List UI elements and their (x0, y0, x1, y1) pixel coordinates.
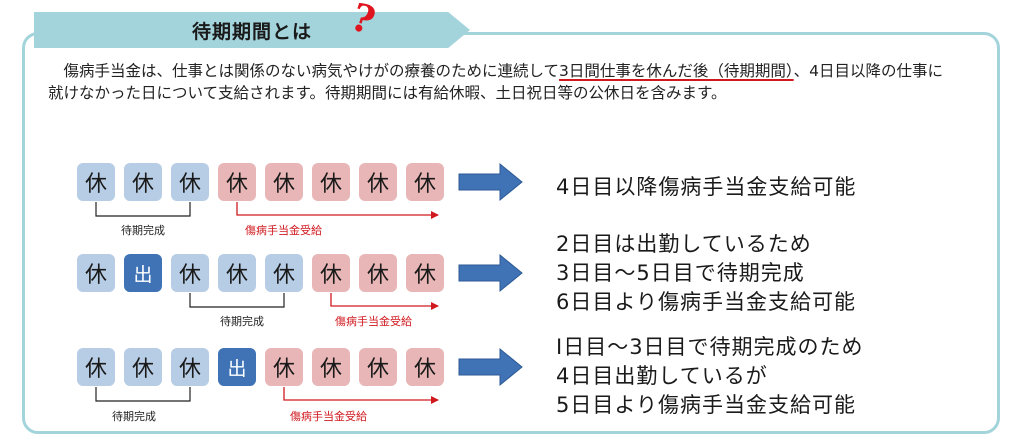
rest-day-box: 休 (77, 254, 115, 292)
example-2-result: 2日目は出勤しているため 3日目〜5日目で待期完成 6日目より傷病手当金支給可能 (556, 230, 856, 317)
work-day-box: 出 (124, 254, 162, 292)
rest-day-box: 休 (171, 348, 209, 386)
benefit-label: 傷病手当金受給 (335, 315, 412, 328)
benefit-day-box: 休 (265, 348, 303, 386)
rest-day-box: 休 (265, 254, 303, 292)
intro-paragraph: 傷病手当金は、仕事とは関係のない病気やけがの療養のために連続して3日間仕事を休ん… (48, 60, 948, 104)
benefit-day-box: 休 (406, 254, 444, 292)
benefit-day-box: 休 (406, 163, 444, 201)
benefit-label: 傷病手当金受給 (290, 410, 367, 423)
result-line: I日目〜3日目で待期完成のため (556, 335, 864, 359)
rest-day-box: 休 (124, 348, 162, 386)
benefit-label: 傷病手当金受給 (245, 224, 322, 237)
waiting-complete-label: 待期完成 (112, 410, 156, 423)
intro-highlight: 3日間仕事を休んだ後（待期期間） (559, 62, 794, 80)
rest-day-box: 休 (218, 254, 256, 292)
benefit-day-box: 休 (265, 163, 303, 201)
benefit-day-box: 休 (312, 254, 350, 292)
rest-day-box: 休 (77, 163, 115, 201)
result-line: 3日目〜5日目で待期完成 (556, 261, 805, 285)
result-line: 4日目以降傷病手当金支給可能 (556, 175, 857, 199)
example-1-day-row: 休 休 休 休 休 休 休 休 (77, 163, 447, 203)
example-3-result: I日目〜3日目で待期完成のため 4日目出勤しているが 5日目より傷病手当金支給可… (556, 333, 864, 420)
benefit-day-box: 休 (312, 348, 350, 386)
rest-day-box: 休 (124, 163, 162, 201)
page-title: 待期期間とは (191, 20, 312, 43)
intro-rest: 、4日目以降の仕事に就けなかった日について支給されます。待期期間には有給休暇、土… (48, 62, 944, 102)
result-line: 6日目より傷病手当金支給可能 (556, 290, 856, 314)
benefit-day-box: 休 (218, 163, 256, 201)
example-2-day-row: 休 出 休 休 休 休 休 休 (77, 254, 447, 294)
benefit-day-box: 休 (359, 254, 397, 292)
benefit-day-box: 休 (406, 348, 444, 386)
benefit-day-box: 休 (312, 163, 350, 201)
waiting-complete-label: 待期完成 (121, 224, 165, 237)
title-banner: 待期期間とは (34, 12, 470, 48)
result-line: 2日目は出勤しているため (556, 232, 812, 256)
result-line: 5日目より傷病手当金支給可能 (556, 393, 856, 417)
example-3-day-row: 休 休 休 出 休 休 休 休 (77, 348, 447, 388)
benefit-day-box: 休 (359, 348, 397, 386)
example-1-result: 4日目以降傷病手当金支給可能 (556, 173, 856, 202)
rest-day-box: 休 (77, 348, 115, 386)
waiting-complete-label: 待期完成 (220, 315, 264, 328)
rest-day-box: 休 (171, 163, 209, 201)
result-line: 4日目出勤しているが (556, 364, 768, 388)
work-day-box: 出 (218, 348, 256, 386)
benefit-day-box: 休 (359, 163, 397, 201)
rest-day-box: 休 (171, 254, 209, 292)
intro-lead: 傷病手当金は、仕事とは関係のない病気やけがの療養のために連続して (48, 62, 560, 80)
